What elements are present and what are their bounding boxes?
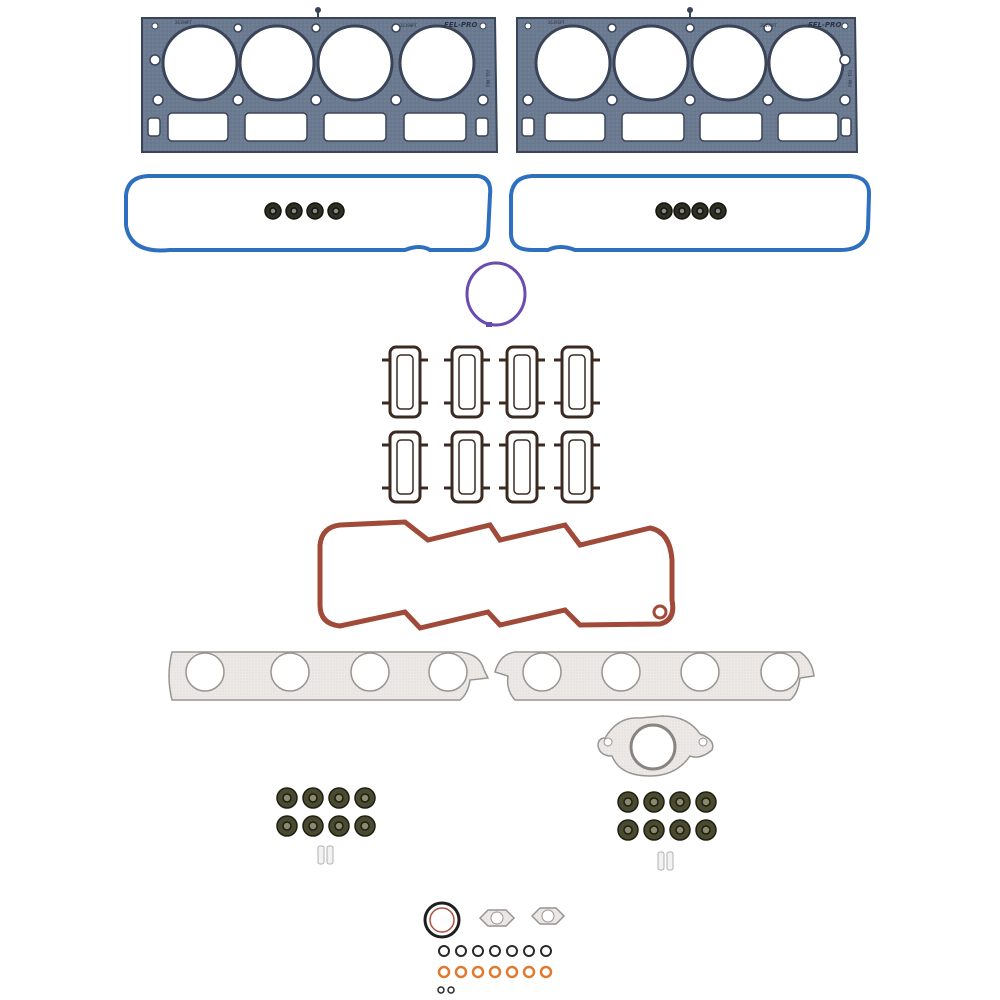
crossover-pipe-gasket — [597, 715, 714, 777]
tiny-o-rings — [437, 986, 455, 994]
bolt-holes-right — [522, 23, 851, 106]
cylinder-bores-left — [161, 24, 476, 102]
valve-cover-gasket-left — [124, 174, 493, 253]
small-o-rings-black — [438, 945, 552, 957]
exhaust-ports-right — [522, 652, 800, 692]
exhaust-ports-left — [185, 652, 468, 692]
head-gasket-right: FEL-PRO 26191PT 26191PT FEL-PRO — [516, 7, 859, 153]
valve-cover-gasket-right — [508, 174, 872, 252]
head-code-right-2: 26191PT — [548, 20, 565, 25]
side-marking-left: FEL-PRO — [485, 70, 490, 87]
intake-gasket — [444, 345, 490, 419]
intake-gasket — [444, 430, 490, 504]
head-code-left: 26190PT — [400, 23, 417, 28]
side-marking-right: FEL-PRO — [847, 70, 852, 87]
intake-gasket — [382, 430, 428, 504]
intake-gasket — [382, 345, 428, 419]
valley-cover-gasket — [317, 519, 676, 631]
head-gasket-left: FEL-PRO 26190PT 26190PT FEL-PRO — [141, 7, 499, 153]
small-round-gasket — [423, 901, 461, 939]
bolt-holes-left — [149, 23, 489, 106]
exhaust-gasket-left — [168, 651, 490, 701]
egr-gasket-left — [478, 909, 516, 927]
intake-gasket — [499, 345, 545, 419]
dowel-sleeves-left — [317, 845, 334, 865]
lower-ports-right — [521, 112, 852, 142]
lower-ports-left — [147, 112, 489, 142]
brand-mark-left: FEL-PRO — [444, 21, 477, 29]
dowel-sleeves-right — [657, 851, 674, 871]
valve-cover-grommets-right — [655, 202, 727, 220]
intake-manifold-gaskets — [382, 345, 600, 504]
valve-stem-seals-left — [276, 787, 376, 837]
brand-mark-right: FEL-PRO — [808, 21, 841, 29]
valve-cover-grommets-left — [264, 202, 345, 220]
intake-gasket — [554, 345, 600, 419]
egr-gasket-right — [530, 907, 566, 925]
small-o-rings-orange — [437, 965, 553, 979]
intake-gasket — [499, 430, 545, 504]
exhaust-gasket-right — [494, 651, 815, 701]
head-code-right: 26191PT — [760, 23, 777, 28]
valve-stem-seals-right — [617, 791, 717, 841]
head-code-left-2: 26190PT — [175, 20, 192, 25]
throttle-body-o-ring — [465, 261, 527, 327]
intake-gasket — [554, 430, 600, 504]
